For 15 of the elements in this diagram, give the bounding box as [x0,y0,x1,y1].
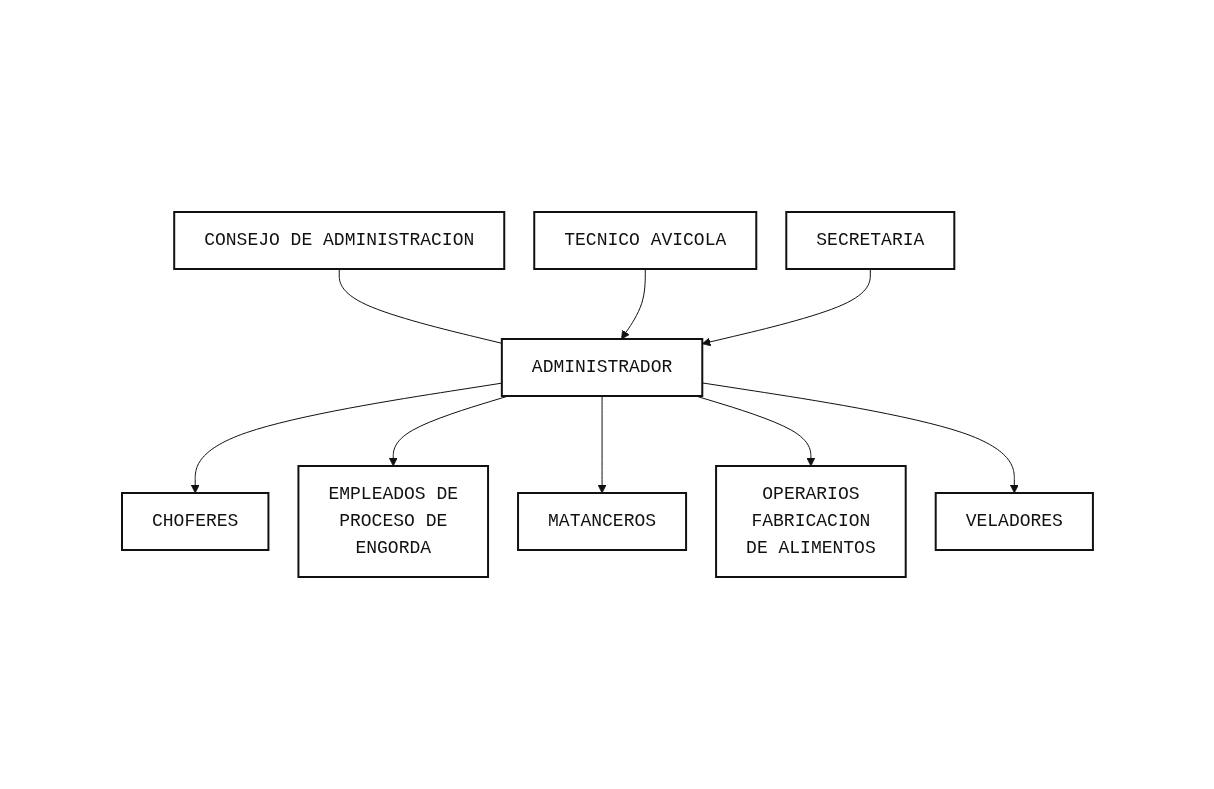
node-box: VELADORES [934,492,1094,551]
node-box: MATANCEROS [516,492,687,551]
node-box: OPERARIOS FABRICACION DE ALIMENTOS [714,465,907,578]
arrow [701,268,871,347]
arrow [620,268,646,340]
arrow [597,395,606,494]
arrow [190,382,502,494]
node-box: TECNICO AVICOLA [532,211,757,270]
arrow [701,382,1019,494]
node-box: SECRETARIA [784,211,955,270]
node-box: ADMINISTRADOR [500,338,703,397]
connector [338,268,502,344]
node-box: EMPLEADOS DE PROCESO DE ENGORDA [296,465,489,578]
node-box: CHOFERES [120,492,269,551]
node-box: CONSEJO DE ADMINISTRACION [172,211,505,270]
